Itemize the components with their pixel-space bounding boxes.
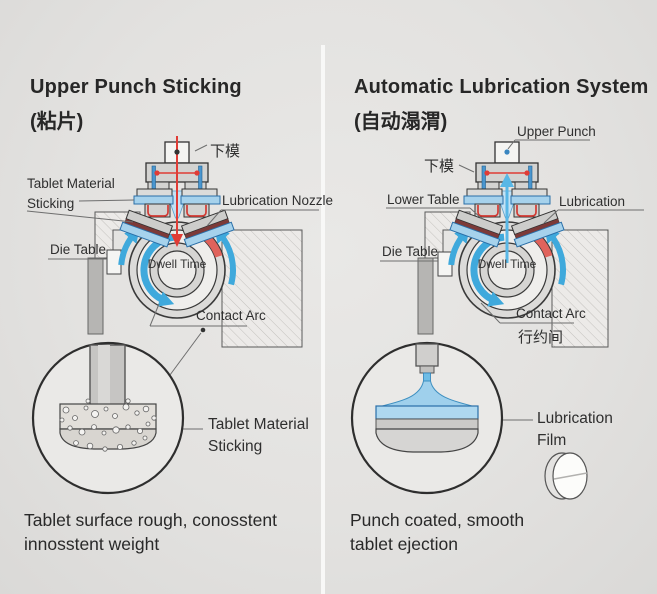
left-zoom-line1: Tablet Material bbox=[208, 416, 309, 433]
right-dwell-time-label: Dwell Time bbox=[477, 257, 537, 271]
right-lower-table-label: Lower Table bbox=[387, 192, 460, 207]
right-caption-line1: Punch coated, smooth bbox=[350, 510, 525, 530]
left-lubrication-nozzle-label: Lubrication Nozzle bbox=[222, 193, 334, 208]
right-leader-lines bbox=[380, 139, 644, 421]
left-title: Upper Punch Sticking bbox=[30, 76, 242, 98]
left-sticking-line1: Tablet Material bbox=[27, 176, 115, 191]
sticking-particles bbox=[59, 398, 157, 452]
right-zoom-line2: Film bbox=[537, 432, 567, 449]
left-subtitle: (粘片) bbox=[30, 111, 84, 133]
left-caption-line2: innosstent weight bbox=[24, 534, 160, 554]
left-magnifier bbox=[31, 341, 185, 495]
left-panel-structures bbox=[87, 211, 303, 348]
right-magnifier bbox=[350, 341, 504, 495]
left-die-table-label: Die Table bbox=[50, 242, 107, 257]
tablet-pill-icon bbox=[544, 452, 588, 500]
right-lubrication-label: Lubrication bbox=[559, 194, 626, 209]
right-contact-arc-label: Contact Arc bbox=[516, 306, 586, 321]
left-sticking-line2: Sticking bbox=[27, 196, 75, 211]
left-sticking-label: Tablet Material Sticking bbox=[27, 174, 115, 214]
right-caption-line2: tablet ejection bbox=[350, 534, 458, 554]
left-zoom-label: Tablet Material Sticking bbox=[208, 414, 309, 458]
right-die-label-cn: 下模 bbox=[424, 158, 455, 175]
left-contact-arc-label: Contact Arc bbox=[196, 308, 266, 323]
left-zoom-line2: Sticking bbox=[208, 438, 263, 455]
left-dwell-time-label: Dwell Time bbox=[147, 257, 207, 271]
right-subtitle: (自动溻渭) bbox=[354, 111, 448, 133]
right-blue-arrow bbox=[500, 149, 514, 263]
right-zoom-label: Lubrication Film bbox=[537, 408, 613, 452]
left-leader-lines bbox=[26, 144, 319, 430]
right-upper-punch-label: Upper Punch bbox=[517, 124, 596, 139]
right-zoom-line1: Lubrication bbox=[537, 410, 613, 427]
right-die-table-label: Die Table bbox=[382, 244, 439, 259]
right-caption: Punch coated, smooth tablet ejection bbox=[350, 508, 524, 556]
panel-divider bbox=[321, 45, 325, 594]
right-title: Automatic Lubrication System bbox=[354, 76, 649, 98]
right-contact-arc-label-cn: 行约间 bbox=[518, 329, 564, 346]
left-red-arrow bbox=[171, 136, 183, 247]
left-caption: Tablet surface rough, conosstent innosst… bbox=[24, 508, 277, 556]
left-caption-line1: Tablet surface rough, conosstent bbox=[24, 510, 277, 530]
left-die-label-cn: 下模 bbox=[210, 143, 241, 160]
